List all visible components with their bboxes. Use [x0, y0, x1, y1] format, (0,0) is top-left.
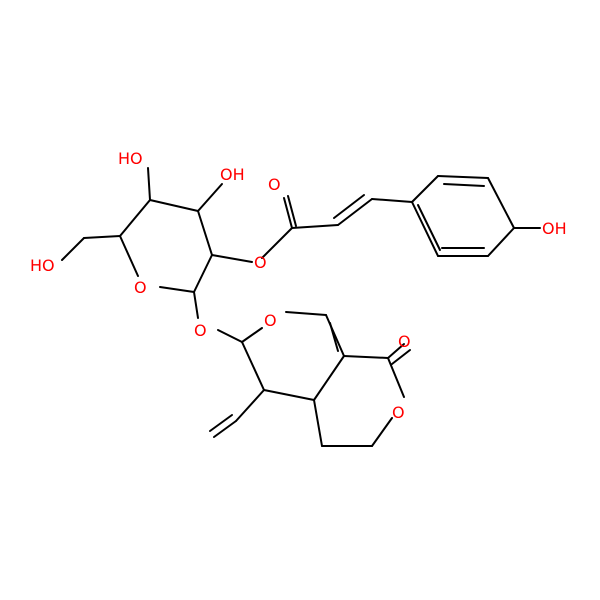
hydroxyl-label-top-right: OH [220, 165, 245, 184]
lactone-ring-oxygen-label: O [392, 403, 405, 422]
pyranose-oxygen-label: O [134, 278, 147, 297]
dihydropyran-oxygen-label: O [264, 311, 277, 330]
sugar-substituents [61, 167, 253, 319]
hydroxymethyl-label: HO [30, 256, 55, 275]
carbonyl-oxygen-label: O [268, 175, 281, 194]
glycosidic-oxygen-label: O [194, 321, 207, 340]
atom-labels: HO OH HO O O O O OH O O O [30, 149, 567, 422]
lactone-carbonyl-oxygen-label: O [398, 332, 411, 351]
phenol-ring [411, 175, 541, 257]
cinnamoyl-chain [261, 194, 413, 259]
phenol-hydroxyl-label: OH [542, 219, 567, 238]
hydroxyl-label-top-left: HO [118, 149, 143, 168]
aglycone-rings [209, 311, 411, 447]
sugar-ring [119, 199, 213, 293]
ester-oxygen-label: O [254, 253, 267, 272]
